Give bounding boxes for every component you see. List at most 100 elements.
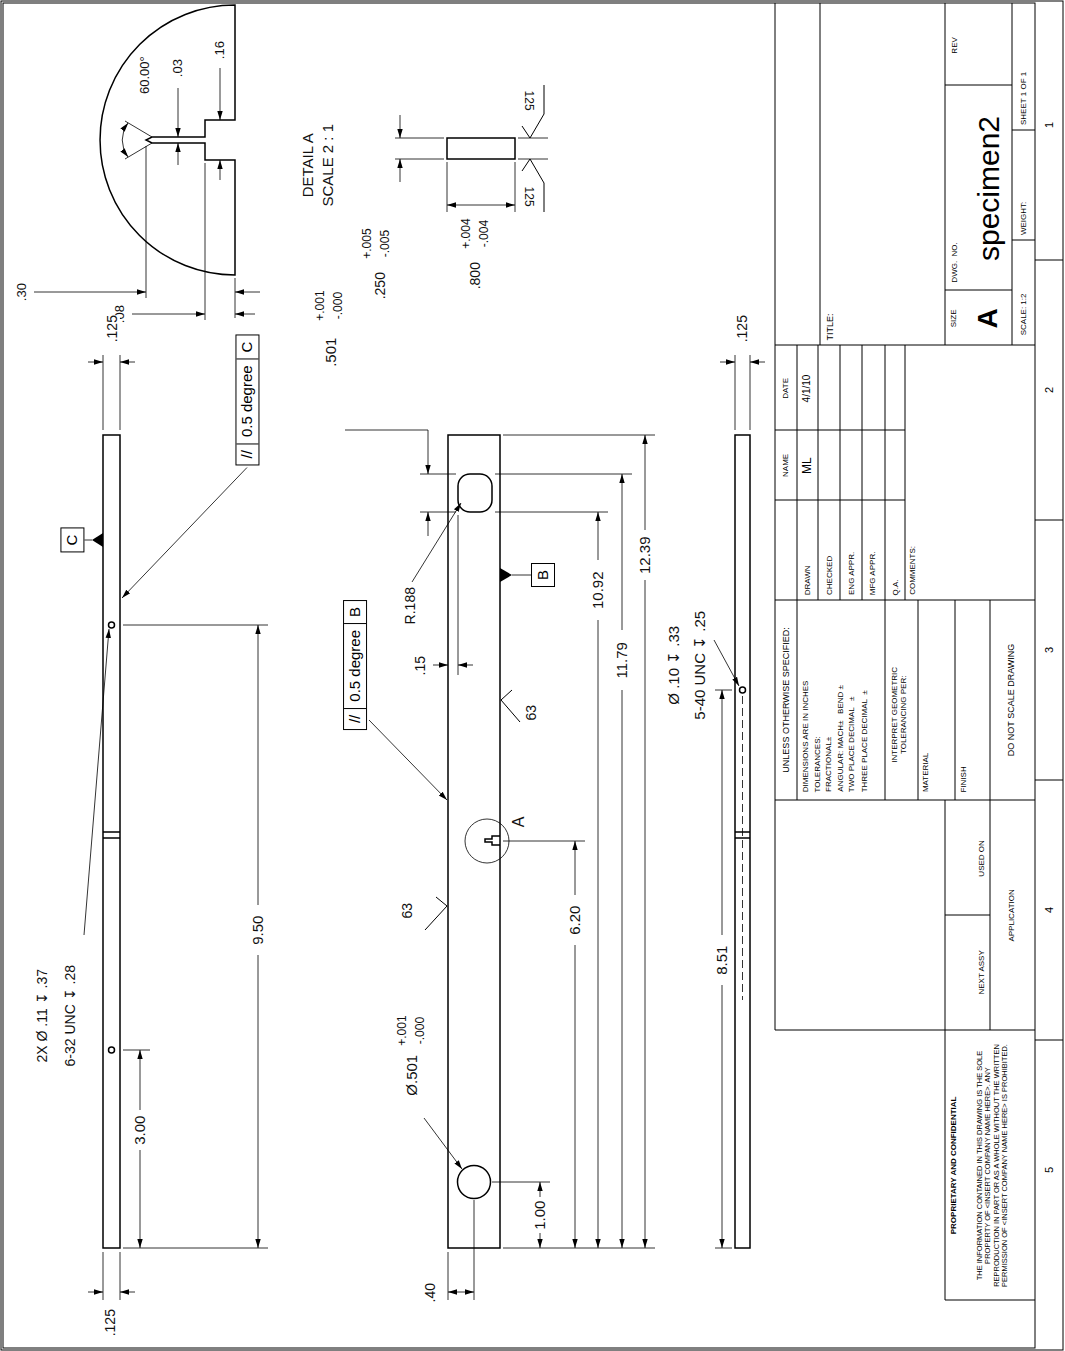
title-block-text: THE INFORMATION CONTAINED IN THIS DRAWIN… — [976, 1040, 1009, 1290]
frame-cell: C — [236, 336, 258, 360]
dimension-arrow — [178, 143, 179, 165]
dimension-text: 5-40 UNC ↧ .25 — [692, 610, 709, 719]
part-outline — [100, 5, 750, 1248]
part-outline — [448, 435, 500, 1248]
title-block-text: APPLICATION — [1008, 889, 1017, 941]
dimension-arrow — [540, 1182, 541, 1197]
dimension-text: .501 — [323, 337, 340, 366]
dimension-text: SCALE 2 : 1 — [320, 123, 337, 206]
dimension-arrow — [424, 1118, 462, 1169]
title-block-text: PROPRIETARY AND CONFIDENTIAL — [950, 1096, 959, 1234]
dimension-text: 3.00 — [132, 1115, 149, 1144]
dimension-text: Ø .10 ↧ .33 — [666, 625, 683, 704]
part-outline — [100, 5, 235, 275]
detail-circle — [465, 819, 509, 863]
dimension-text: 8.51 — [714, 945, 731, 974]
part-outline — [458, 474, 492, 512]
dimension-arrow — [178, 88, 179, 137]
leader-line — [512, 575, 531, 576]
frame-cell: B — [532, 564, 554, 586]
zone-number: 1 — [1043, 122, 1055, 128]
dimension-arrow — [235, 292, 260, 293]
dimension-arrow — [412, 503, 461, 582]
title-block-text: DO NOT SCALE DRAWING — [1007, 644, 1017, 757]
surface-finish-symbol — [425, 85, 544, 930]
dimension-arrow — [447, 205, 481, 206]
dimension-text: .250 — [372, 272, 387, 299]
title-block-text: UNLESS OTHERWISE SPECIFIED: — [781, 627, 791, 772]
dimension-text: +.004 — [460, 218, 473, 248]
zone-number: 4 — [1043, 907, 1055, 913]
part-outline — [485, 836, 500, 845]
dimension-text: .125 — [104, 315, 119, 342]
dimension-text: +.005 — [361, 228, 374, 258]
dimension-arrow — [622, 474, 623, 630]
datum-box: B — [531, 563, 555, 587]
dimension-arrow — [220, 68, 221, 120]
dimension-text: .800 — [467, 262, 482, 289]
title-block-text: SIZE — [950, 309, 959, 327]
surface-finish-symbol — [501, 690, 520, 722]
dimension-text: 63 — [524, 704, 539, 720]
frame-cell: // — [344, 709, 366, 729]
dimension-text: -.004 — [478, 219, 491, 246]
dimension-text: 1.00 — [532, 1200, 549, 1229]
frame-cell: B — [344, 601, 366, 624]
dimension-text: +.001 — [396, 1015, 409, 1045]
dimension-arrow — [84, 629, 109, 935]
datum-triangle — [92, 533, 512, 582]
zone-number: 2 — [1043, 387, 1055, 393]
part-outline — [735, 435, 750, 1248]
dimension-text: .16 — [213, 41, 227, 59]
datum-box: C — [60, 528, 84, 553]
surface-finish-symbol — [522, 159, 544, 212]
surface-finish-symbol — [425, 897, 447, 930]
title-block-text: SHEET 1 OF 1 — [1020, 72, 1029, 125]
dimension-arrow — [120, 362, 135, 363]
title-block-text: SCALE: 1:2 — [1020, 293, 1029, 335]
sheet-frame — [3, 3, 1035, 1348]
dimension-text: .125 — [102, 1309, 117, 1336]
hidden-line — [742, 696, 743, 1000]
frame-cell: 0.5 degree — [236, 359, 258, 444]
title-block-grid — [775, 3, 1035, 1300]
title-block-text: FINISH — [960, 766, 969, 792]
title-block-text: ML — [800, 457, 813, 474]
part-outline — [447, 138, 515, 159]
dimension-arrow — [220, 160, 221, 180]
title-block-text: DATE — [781, 378, 790, 399]
dimension-arrow — [400, 115, 401, 138]
title-block-text: ENG APPR. — [848, 552, 857, 595]
feature-control-frame: //0.5 degreeB — [343, 600, 367, 730]
zone-number: 3 — [1043, 647, 1055, 653]
dimension-text: 6.20 — [567, 905, 584, 934]
dimension-arrow — [598, 620, 599, 1248]
dimension-arrow — [622, 690, 623, 1248]
frame-cell: // — [236, 444, 258, 464]
title-block-text: ANGULAR: MACH± BEND ± — [836, 685, 845, 792]
hidden-line — [742, 696, 743, 1000]
title-block-text: NEXT ASSY — [978, 950, 987, 994]
part-outline — [103, 435, 120, 1248]
dimension-arrow — [645, 435, 646, 530]
dimension-arrow — [575, 841, 576, 895]
extension-line — [103, 121, 750, 1300]
title-block-text: TITLE: — [825, 313, 835, 340]
extension-line — [103, 121, 750, 1300]
leader-line — [369, 720, 447, 800]
title-block-text: 4/1/10 — [801, 374, 812, 402]
feature-control-frame: //0.5 degreeC — [235, 335, 259, 466]
dimension-text: -.000 — [332, 291, 345, 318]
dimension-text: +.001 — [314, 290, 327, 320]
datum-triangle — [92, 533, 103, 547]
dimension-arrow — [140, 1050, 141, 1110]
title-block-text: TOLERANCES: — [814, 736, 823, 792]
leader-line — [122, 468, 247, 599]
part-outline — [109, 1047, 115, 1053]
frame-cell: 0.5 degree — [344, 624, 366, 709]
dimension-arrow — [720, 362, 735, 363]
dimension-text: -.000 — [414, 1016, 427, 1043]
dimension-arrow — [645, 580, 646, 1248]
dimension-arrow — [458, 665, 473, 666]
